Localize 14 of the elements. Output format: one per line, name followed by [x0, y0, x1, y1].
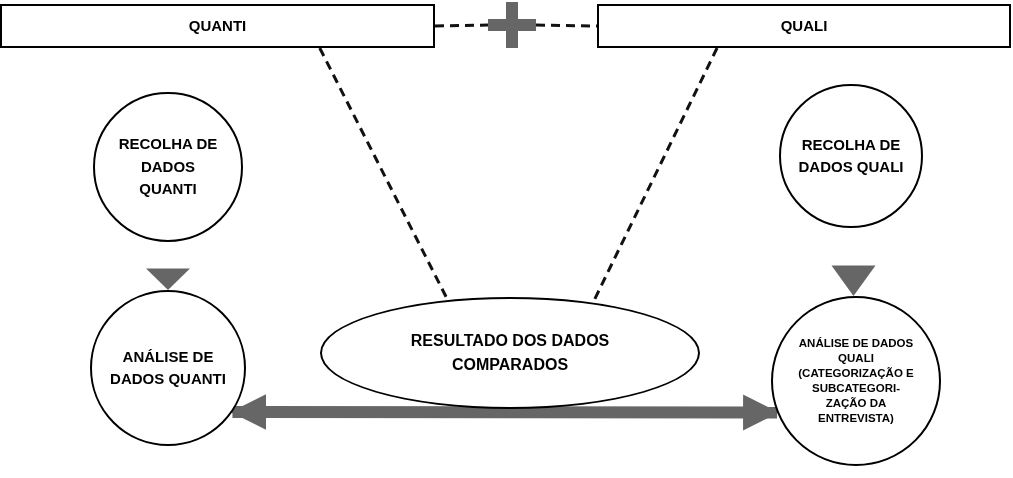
header-box	[0, 4, 435, 48]
node-text: RECOLHA DE DADOS QUANTI	[117, 134, 219, 200]
plus-icon	[488, 2, 536, 48]
node-text: ANÁLISE DE DADOS QUALI (CATEGORIZAÇÃO E SUBCATEGORI- ZAÇÃO DA ENTREVISTA)	[797, 336, 915, 426]
dashed-line	[434, 23, 489, 28]
header-box	[597, 4, 1011, 48]
node-text: RESULTADO DOS DADOS COMPARADOS	[409, 331, 611, 375]
node-text: ANÁLISE DE DADOS QUANTI	[109, 346, 227, 389]
node-text: QUANTI	[188, 15, 247, 36]
arrow	[146, 268, 190, 290]
arrow	[831, 265, 876, 296]
double-arrow	[230, 394, 780, 431]
node-text: RECOLHA DE DADOS QUALI	[797, 134, 905, 177]
node-text: QUALI	[780, 15, 828, 36]
